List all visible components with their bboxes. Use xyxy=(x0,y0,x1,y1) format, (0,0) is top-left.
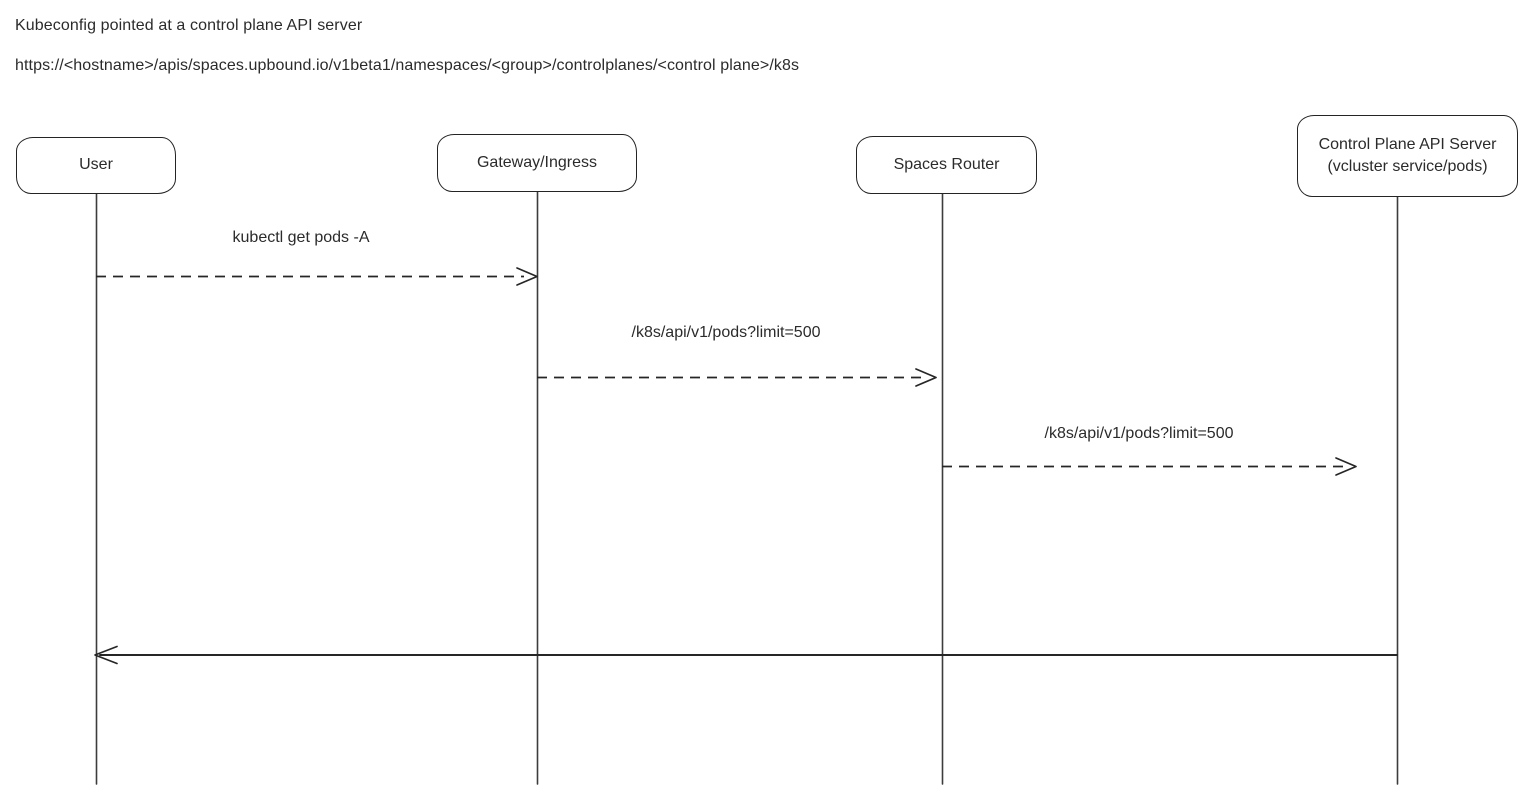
page-title: Kubeconfig pointed at a control plane AP… xyxy=(15,17,363,34)
actor-box-gateway-ingress: Gateway/Ingress xyxy=(437,134,637,192)
kubeconfig-url-text: https://<hostname>/apis/spaces.upbound.i… xyxy=(15,57,800,74)
message-label-kubectl-get-pods: kubectl get pods -A xyxy=(232,229,370,246)
message-label-k8s-api-pods-2: /k8s/api/v1/pods?limit=500 xyxy=(1044,425,1234,442)
arrowhead-return-to-user xyxy=(94,645,118,665)
actor-label-user: User xyxy=(79,156,113,174)
actor-label-gateway-ingress: Gateway/Ingress xyxy=(476,153,598,171)
actor-box-control-plane: Control Plane API Server (vcluster servi… xyxy=(1297,115,1518,197)
actor-box-spaces-router: Spaces Router xyxy=(856,136,1037,194)
actor-box-user: User xyxy=(16,137,176,194)
message-label-k8s-api-pods-1: /k8s/api/v1/pods?limit=500 xyxy=(631,324,821,341)
arrowhead-gateway-to-router xyxy=(915,368,937,387)
actor-label-control-plane-line1: Control Plane API Server xyxy=(1318,135,1497,153)
arrowhead-user-to-gateway xyxy=(516,267,538,286)
actor-label-spaces-router: Spaces Router xyxy=(893,155,1000,173)
arrowhead-router-to-controlplane xyxy=(1335,457,1357,476)
actor-label-control-plane-line2: (vcluster service/pods) xyxy=(1327,158,1488,175)
